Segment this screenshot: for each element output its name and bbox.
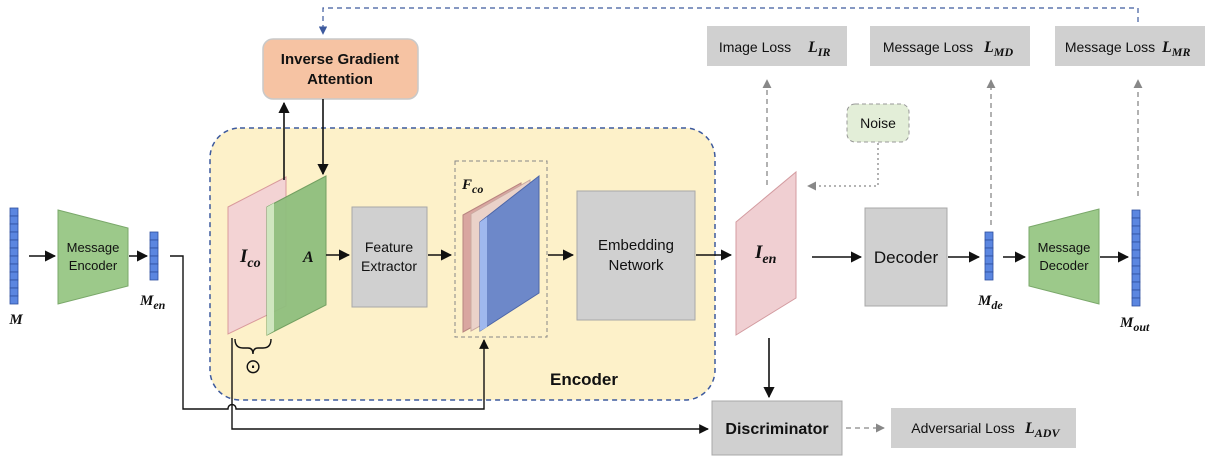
image-loss-label: Image Loss (719, 39, 791, 55)
vector-cell (1131, 289, 1141, 299)
vector-cell (1131, 233, 1141, 243)
vector-cell (149, 263, 159, 273)
vector-cell (9, 287, 19, 297)
feedback-line (318, 7, 1139, 40)
vector-cell (1131, 273, 1141, 283)
vector-cell (1131, 217, 1141, 227)
vector-cell (9, 279, 19, 289)
message-encoder-block (57, 209, 129, 305)
vector-cell (9, 239, 19, 249)
vector-cell (984, 231, 994, 241)
noise-label: Noise (860, 115, 896, 131)
message-label: M (8, 312, 23, 328)
vector-cell (984, 255, 994, 265)
vector-cell (9, 247, 19, 257)
iga-label-1: Inverse Gradient (281, 51, 399, 68)
embedding-network-label-2: Network (608, 257, 664, 274)
message-loss-md-symbol: LMD (983, 39, 1013, 59)
output-message-label: Mout (1119, 315, 1150, 334)
decoded-message-vector (984, 231, 994, 281)
vector-cell (9, 207, 19, 217)
discriminator-block (711, 400, 843, 456)
vector-cell (149, 239, 159, 249)
decoder-block (864, 207, 948, 307)
message-loss-mr-box (1055, 26, 1205, 66)
message-loss-mr-symbol: LMR (1161, 39, 1190, 59)
noise-arrow (807, 143, 879, 191)
adversarial-loss-box (891, 408, 1076, 448)
feature-map-label: Fco (461, 177, 483, 196)
vector-cell (9, 295, 19, 305)
vector-cell (9, 271, 19, 281)
vector-cell (9, 255, 19, 265)
vector-cell (149, 231, 159, 241)
vector-cell (9, 215, 19, 225)
message-decoder-block (1028, 208, 1100, 305)
vector-cell (1131, 241, 1141, 251)
feature-extractor-label-2: Extractor (361, 258, 417, 274)
encoded-image-label: Ien (754, 242, 777, 267)
inverse-gradient-attention-block (262, 38, 419, 100)
vector-cell (1131, 209, 1141, 219)
vector-cell (984, 239, 994, 249)
feature-map-group (454, 160, 548, 338)
decoded-message-label: Mde (977, 293, 1003, 312)
iga-label-2: Attention (307, 71, 373, 88)
message-decoder-label-1: Message (1038, 240, 1091, 255)
vector-cell (984, 263, 994, 273)
message-loss-md-label: Message Loss (883, 39, 973, 55)
hadamard-product-icon: ⊙ (245, 356, 262, 378)
vector-cell (9, 223, 19, 233)
message-encoder-label-2: Encoder (69, 258, 118, 273)
image-loss-symbol: LIR (807, 39, 830, 59)
discriminator-label: Discriminator (725, 421, 828, 438)
feature-extractor-block (351, 206, 428, 308)
encoded-image-plane (735, 170, 797, 336)
vector-cell (9, 231, 19, 241)
vector-cell (9, 263, 19, 273)
encoded-message-label: Men (139, 293, 166, 312)
message-vector (9, 207, 19, 305)
vector-cell (984, 271, 994, 281)
vector-cell (149, 247, 159, 257)
message-encoder-label-1: Message (67, 240, 120, 255)
cover-to-discriminator-line (231, 338, 709, 434)
hadamard-brace (234, 338, 272, 355)
embedding-network-block (576, 190, 696, 321)
vector-cell (984, 247, 994, 257)
vector-cell (1131, 249, 1141, 259)
decoder-label: Decoder (874, 248, 939, 267)
encoder-title: Encoder (550, 370, 618, 389)
cover-image-label: Ico (239, 246, 261, 271)
vector-cell (1131, 225, 1141, 235)
message-decoder-label-2: Decoder (1039, 258, 1089, 273)
vector-cell (1131, 265, 1141, 275)
attention-label: A (302, 249, 314, 266)
embedding-network-label-1: Embedding (598, 237, 674, 254)
image-loss-box (707, 26, 847, 66)
vector-cell (149, 255, 159, 265)
message-loss-mr-label: Message Loss (1065, 39, 1155, 55)
adversarial-loss-label: Adversarial Loss (911, 420, 1015, 436)
men-routing-line (170, 255, 489, 410)
output-message-vector (1131, 209, 1141, 307)
encoded-message-vector (149, 231, 159, 281)
vector-cell (149, 271, 159, 281)
vector-cell (1131, 297, 1141, 307)
vector-cell (1131, 257, 1141, 267)
adversarial-loss-symbol: LADV (1024, 420, 1060, 440)
vector-cell (1131, 281, 1141, 291)
noise-box (846, 103, 910, 143)
feature-extractor-label-1: Feature (365, 239, 413, 255)
message-loss-md-box (870, 26, 1030, 66)
